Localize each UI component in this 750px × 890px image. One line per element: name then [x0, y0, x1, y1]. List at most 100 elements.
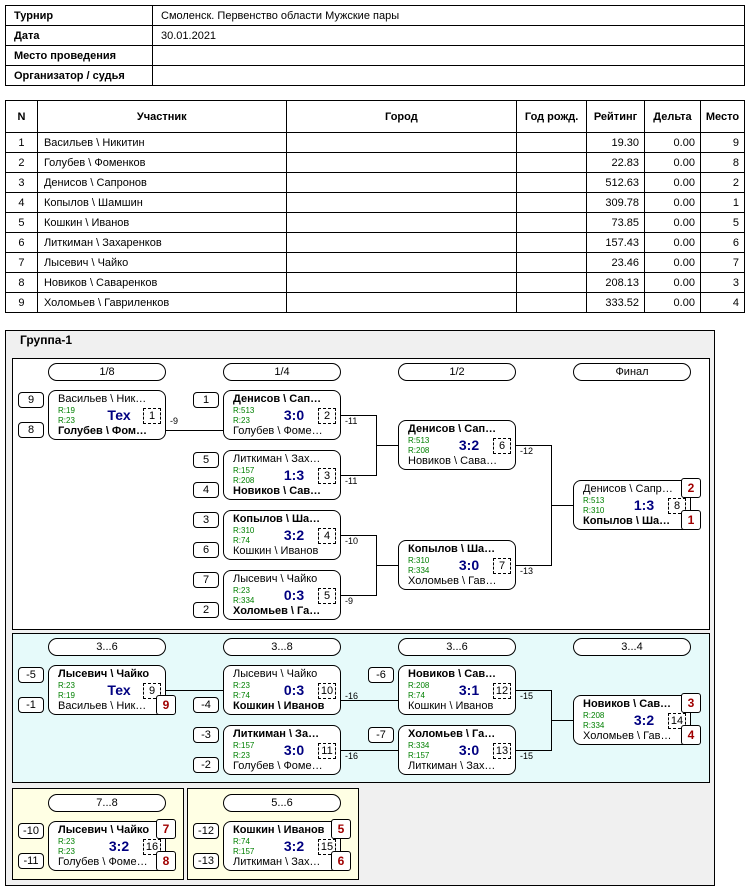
match-player2-rating: R:23 — [233, 751, 250, 760]
seed-badge-top: -12 — [193, 823, 219, 839]
match-number: 15 — [318, 839, 336, 855]
connector-line — [516, 445, 551, 446]
place-badge-bottom: 8 — [156, 851, 176, 871]
match-player2-name: Литкиман \ Захаренков — [233, 856, 325, 868]
match-player2-name: Литкиман \ Захаренков — [408, 760, 500, 772]
col-header-birth: Год рожд. — [516, 100, 588, 133]
match-box-m14[interactable]: Новиков \ СаваренковR:208R:3343:214Холом… — [573, 695, 691, 745]
match-score: 0:3 — [283, 587, 305, 603]
cell-name: Холомьев \ Гавриленков — [36, 292, 287, 313]
cell-place: 8 — [699, 152, 746, 173]
cell-city — [285, 172, 518, 193]
match-player2-rating: R:23 — [233, 416, 250, 425]
match-player2-name: Васильев \ Никитин — [58, 700, 150, 712]
delta-label: -15 — [520, 691, 534, 701]
delta-label: -16 — [345, 691, 359, 701]
cell-rating: 73.85 — [586, 212, 646, 233]
seed-badge-bottom: 8 — [18, 422, 44, 438]
delta-label: -11 — [345, 416, 358, 426]
match-box-m6[interactable]: Денисов \ СапроновR:513R:2083:26Новиков … — [398, 420, 516, 470]
delta-label: -15 — [520, 751, 534, 761]
cell-name: Лысевич \ Чайко — [36, 252, 287, 273]
cell-n: 4 — [5, 192, 38, 213]
match-box-m12[interactable]: Новиков \ СаваренковR:208R:743:112Кошкин… — [398, 665, 516, 715]
seed-badge-top: 9 — [18, 392, 44, 408]
connector-line — [376, 445, 398, 446]
round-header-final: Финал — [573, 363, 691, 381]
place-badge-top: 2 — [681, 478, 701, 498]
connector-line — [341, 415, 376, 416]
match-player2-rating: R:19 — [58, 691, 75, 700]
match-player1-name: Литкиман \ Захаренков — [233, 453, 325, 465]
match-player2-rating: R:310 — [583, 506, 605, 515]
match-player2-rating: R:334 — [233, 596, 255, 605]
participants-table: N Участник Город Год рожд. Рейтинг Дельт… — [5, 100, 746, 313]
match-player1-name: Лысевич \ Чайко — [233, 668, 318, 680]
match-number: 14 — [668, 713, 686, 729]
match-player2-rating: R:23 — [58, 416, 75, 425]
match-player1-name: Васильев \ Никитин — [58, 393, 150, 405]
match-player2-rating: R:157 — [408, 751, 430, 760]
cell-name: Голубев \ Фоменков — [36, 152, 287, 173]
cell-name: Литкиман \ Захаренков — [36, 232, 287, 253]
seed-badge-top: -7 — [368, 727, 394, 743]
match-player1-rating: R:208 — [583, 711, 605, 720]
match-player2-name: Голубев \ Фоменков — [233, 425, 325, 437]
match-score: 3:1 — [458, 682, 480, 698]
seed-badge-top: 5 — [193, 452, 219, 468]
match-score: Тех — [107, 682, 131, 698]
match-number: 7 — [493, 558, 511, 574]
delta-label: -12 — [520, 446, 534, 456]
match-box-m13[interactable]: Холомьев \ ГавриленковR:334R:1573:013Лит… — [398, 725, 516, 775]
seed-badge-top: -10 — [18, 823, 44, 839]
match-score: 3:0 — [283, 407, 305, 423]
match-score: 3:2 — [458, 437, 480, 453]
match-player1-name: Новиков \ Саваренков — [408, 668, 500, 680]
cell-city — [285, 292, 518, 313]
match-box-m3[interactable]: Литкиман \ ЗахаренковR:157R:2081:33Новик… — [223, 450, 341, 500]
match-player1-rating: R:513 — [583, 496, 605, 505]
tournament-label: Турнир — [5, 5, 153, 26]
connector-line — [341, 475, 376, 476]
match-player1-rating: R:513 — [233, 406, 255, 415]
match-score: 3:0 — [283, 742, 305, 758]
match-box-m11[interactable]: Литкиман \ ЗахаренковR:157R:233:011Голуб… — [223, 725, 341, 775]
cell-birth — [516, 272, 588, 293]
match-number: 16 — [143, 839, 161, 855]
col-header-rating: Рейтинг — [586, 100, 646, 133]
match-box-m8[interactable]: Денисов \ СапроновR:513R:3101:38Копылов … — [573, 480, 691, 530]
match-player2-name: Кошкин \ Иванов — [408, 700, 494, 712]
match-player1-rating: R:74 — [233, 837, 250, 846]
cell-city — [285, 252, 518, 273]
match-player1-rating: R:157 — [233, 741, 255, 750]
match-score: 3:2 — [633, 712, 655, 728]
cell-city — [285, 232, 518, 253]
seed-badge-bottom: 6 — [193, 542, 219, 558]
place-badge-bottom: 1 — [681, 510, 701, 530]
match-player1-rating: R:334 — [408, 741, 430, 750]
cell-delta: 0.00 — [644, 292, 701, 313]
match-player2-name: Кошкин \ Иванов — [233, 700, 325, 712]
round-header-c2: 3...8 — [223, 638, 341, 656]
match-number: 6 — [493, 438, 511, 454]
cell-place: 7 — [699, 252, 746, 273]
match-player2-rating: R:74 — [233, 691, 250, 700]
connector-line — [516, 565, 551, 566]
delta-label: -11 — [345, 476, 358, 486]
match-number: 5 — [318, 588, 336, 604]
match-number: 13 — [493, 743, 511, 759]
cell-birth — [516, 192, 588, 213]
